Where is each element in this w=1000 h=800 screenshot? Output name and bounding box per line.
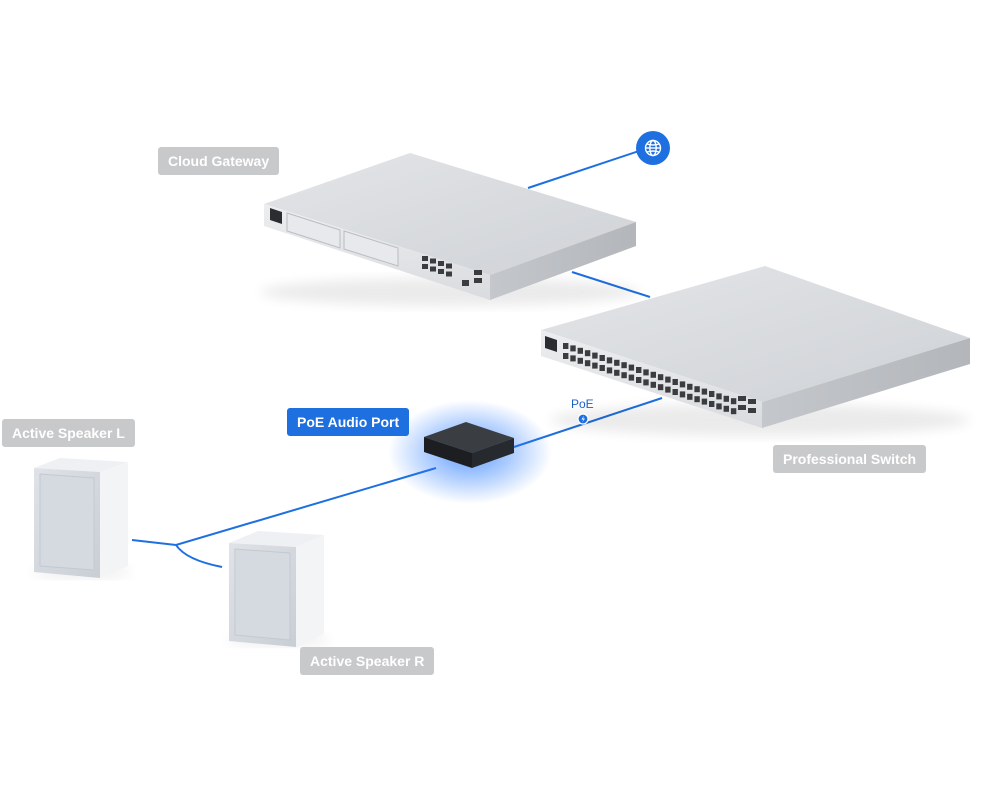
switch-port — [679, 381, 686, 388]
switch-port — [614, 369, 620, 376]
switch-port — [730, 408, 737, 415]
switch-port — [570, 355, 576, 362]
switch-port — [577, 357, 583, 364]
switch-port — [614, 359, 620, 366]
switch-port — [657, 384, 664, 391]
globe-icon — [644, 139, 662, 157]
professional-switch-label: Professional Switch — [773, 445, 927, 473]
switch-port — [716, 393, 722, 400]
switch-port — [563, 343, 569, 349]
switch-port — [665, 386, 671, 393]
switch-port — [636, 377, 642, 383]
switch-port — [606, 357, 613, 364]
switch-port — [621, 362, 627, 369]
speaker-left-device — [32, 458, 132, 578]
cable-poe-speakers — [131, 467, 437, 568]
switch-port — [687, 383, 693, 390]
switch-port — [679, 391, 686, 398]
switch-port — [672, 389, 678, 395]
switch-port — [592, 362, 598, 369]
switch-port — [643, 369, 649, 376]
switch-port — [694, 386, 700, 393]
poe-audio-port-device — [388, 400, 552, 504]
cloud-gateway-label: Cloud Gateway — [158, 147, 280, 175]
switch-port — [723, 405, 729, 412]
switch-port — [709, 391, 715, 397]
speaker-right-label: Active Speaker R — [300, 647, 435, 675]
switch-port — [636, 367, 642, 373]
switch-port — [687, 393, 693, 400]
switch-port — [592, 352, 598, 359]
switch-port — [570, 345, 576, 352]
switch-port — [716, 403, 722, 410]
speaker-right-device — [226, 531, 330, 647]
gateway-ports — [422, 256, 482, 286]
switch-port — [584, 350, 591, 357]
switch-port — [672, 379, 678, 385]
switch-port — [709, 401, 715, 407]
switch-port — [657, 374, 664, 381]
internet-node — [636, 131, 670, 165]
switch-port — [628, 364, 635, 371]
switch-port — [730, 398, 737, 405]
switch-sfp-ports — [738, 396, 756, 413]
switch-port — [723, 395, 729, 402]
switch-port — [621, 372, 627, 379]
switch-port — [599, 355, 605, 361]
cloud-gateway-device — [260, 153, 640, 306]
switch-port — [665, 376, 671, 383]
poe-audio-port-label: PoE Audio Port — [287, 408, 410, 436]
switch-port — [701, 388, 708, 395]
speaker-left-label: Active Speaker L — [2, 419, 135, 447]
cable-gateway-internet — [527, 149, 643, 189]
switch-port — [599, 365, 605, 371]
switch-port — [577, 347, 583, 354]
switch-port — [650, 371, 656, 378]
professional-switch-device — [541, 266, 970, 436]
poe-marker — [577, 413, 589, 425]
switch-port — [701, 398, 708, 405]
switch-port — [650, 381, 656, 388]
lightning-bolt-icon — [581, 415, 585, 423]
switch-port — [584, 360, 591, 367]
switch-port — [606, 367, 613, 374]
switch-port — [563, 353, 569, 359]
switch-port — [643, 379, 649, 386]
switch-port — [628, 374, 635, 381]
switch-ports — [563, 343, 737, 415]
switch-port — [694, 396, 700, 403]
poe-connection-label: PoE — [571, 397, 594, 411]
